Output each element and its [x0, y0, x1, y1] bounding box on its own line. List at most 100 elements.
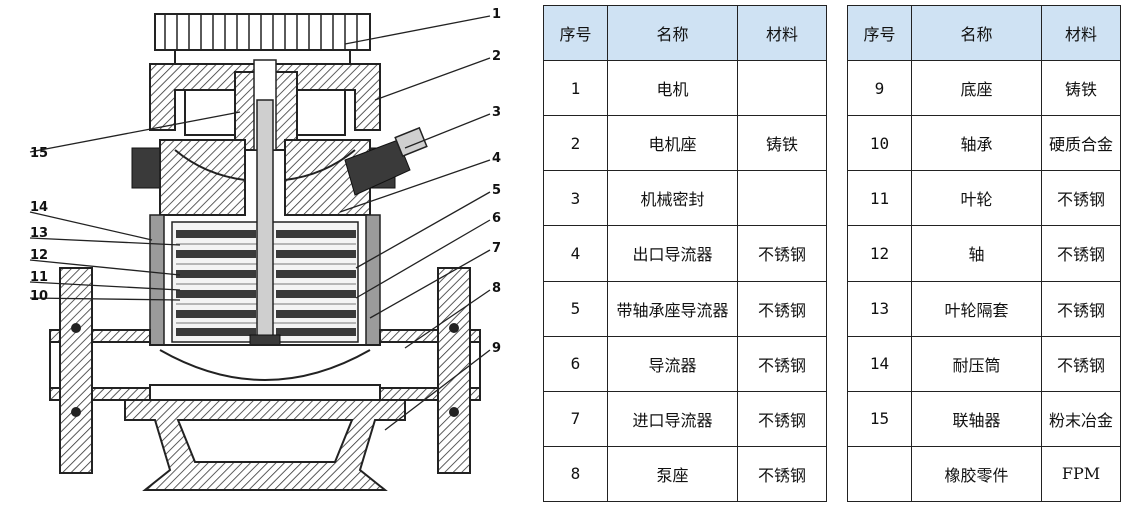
cell-name: 耐压筒	[911, 335, 1042, 392]
header-name: 名称	[911, 4, 1042, 62]
header-material: 材料	[737, 4, 827, 62]
cell-material: 不锈钢	[1041, 335, 1121, 392]
cell-name: 电机座	[607, 115, 738, 172]
callout-label-1: 1	[492, 7, 501, 22]
cell-name: 底座	[911, 60, 1042, 117]
callout-label-9: 9	[492, 341, 501, 356]
flange-right	[437, 267, 471, 474]
pressure-shell	[149, 214, 381, 356]
cell-material: FPM	[1041, 445, 1121, 503]
cell-material	[737, 170, 827, 227]
callout-label-13: 13	[30, 226, 48, 241]
vent-plug	[344, 126, 428, 196]
cell-name: 电机	[607, 60, 738, 117]
pump-cross-section-diagram: 1 2 3 4 5 6 7 8 9 15 14 13 12 11 10	[29, 7, 501, 491]
flange-left	[59, 267, 93, 474]
cell-material: 不锈钢	[1041, 280, 1121, 337]
cell-no: 1	[543, 60, 608, 117]
cell-material: 不锈钢	[737, 225, 827, 282]
pump-shaft	[256, 99, 274, 351]
cell-no: 10	[847, 115, 912, 172]
cell-name: 叶轮隔套	[911, 280, 1042, 337]
cell-material: 铸铁	[737, 115, 827, 172]
cell-material: 不锈钢	[737, 335, 827, 392]
callout-label-7: 7	[492, 241, 501, 256]
cell-name: 带轴承座导流器	[607, 280, 738, 337]
cell-no: 5	[543, 280, 608, 337]
cell-name: 橡胶零件	[911, 445, 1042, 503]
callout-label-14: 14	[30, 200, 48, 215]
cell-material: 不锈钢	[737, 390, 827, 447]
cell-material	[737, 60, 827, 117]
cell-name: 轴	[911, 225, 1042, 282]
cell-no: 12	[847, 225, 912, 282]
callout-label-2: 2	[492, 49, 501, 64]
callout-label-10: 10	[30, 289, 48, 304]
cell-name: 泵座	[607, 445, 738, 503]
pump-base	[124, 399, 406, 491]
cell-no: 8	[543, 445, 608, 503]
cell-name: 联轴器	[911, 390, 1042, 447]
callout-label-12: 12	[30, 248, 48, 263]
cell-material: 不锈钢	[1041, 170, 1121, 227]
callout-label-5: 5	[492, 183, 501, 198]
callout-label-6: 6	[492, 211, 501, 226]
callout-label-8: 8	[492, 281, 501, 296]
cell-no: 13	[847, 280, 912, 337]
cell-name: 机械密封	[607, 170, 738, 227]
cell-material: 铸铁	[1041, 60, 1121, 117]
cell-material: 不锈钢	[737, 280, 827, 337]
cell-no	[847, 445, 912, 503]
cell-name: 叶轮	[911, 170, 1042, 227]
cell-no: 7	[543, 390, 608, 447]
cell-no: 6	[543, 335, 608, 392]
cell-name: 轴承	[911, 115, 1042, 172]
table-header-row: 序号 名称 材料	[543, 4, 827, 62]
cell-no: 9	[847, 60, 912, 117]
cell-material: 不锈钢	[1041, 225, 1121, 282]
cell-no: 14	[847, 335, 912, 392]
cell-no: 4	[543, 225, 608, 282]
seal-housing	[159, 139, 371, 216]
cell-name: 导流器	[607, 335, 738, 392]
cell-no: 2	[543, 115, 608, 172]
bolt-block-left	[131, 147, 163, 189]
cell-name: 出口导流器	[607, 225, 738, 282]
callout-label-4: 4	[492, 151, 501, 166]
cell-no: 3	[543, 170, 608, 227]
cell-material: 硬质合金	[1041, 115, 1121, 172]
header-material: 材料	[1041, 4, 1121, 62]
header-no: 序号	[543, 4, 608, 62]
motor-fan-cover	[154, 13, 371, 65]
header-name: 名称	[607, 4, 738, 62]
cell-name: 进口导流器	[607, 390, 738, 447]
callout-label-11: 11	[30, 270, 48, 285]
callout-label-15: 15	[30, 146, 48, 161]
header-no: 序号	[847, 4, 912, 62]
cell-no: 11	[847, 170, 912, 227]
callout-label-3: 3	[492, 105, 501, 120]
cell-material: 粉末冶金	[1041, 390, 1121, 447]
leader-lines	[29, 15, 491, 431]
cell-no: 15	[847, 390, 912, 447]
cell-material: 不锈钢	[737, 445, 827, 503]
table-header-row: 序号 名称 材料	[847, 4, 1121, 62]
